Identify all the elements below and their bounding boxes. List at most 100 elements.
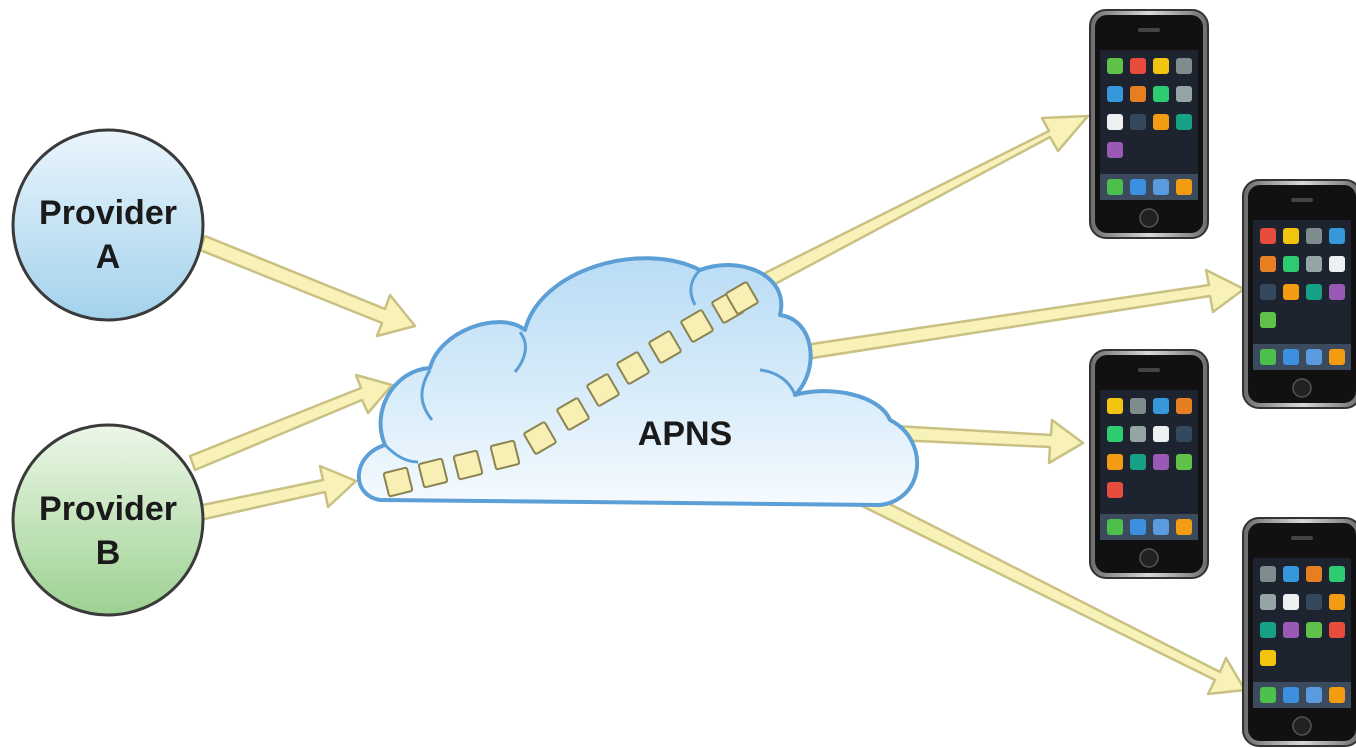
app-icon: [1260, 312, 1276, 328]
app-icon: [1176, 426, 1192, 442]
iphone-device: [1242, 179, 1356, 409]
app-icon: [1260, 622, 1276, 638]
app-icon: [1329, 594, 1345, 610]
arrow-provider-a: [198, 234, 417, 338]
cloud-contour-2: [420, 369, 434, 421]
notification-packet: [586, 373, 620, 407]
notification-packets: [382, 281, 759, 498]
app-icon: [1306, 622, 1322, 638]
app-icon: [1153, 114, 1169, 130]
iphone-device: [1242, 517, 1356, 747]
app-icon: [1130, 86, 1146, 102]
app-icon: [1176, 58, 1192, 74]
app-icon: [1306, 284, 1322, 300]
dock-icon: [1260, 687, 1276, 703]
home-button-icon: [1292, 378, 1312, 398]
dock-icon: [1176, 519, 1192, 535]
notification-packet: [725, 281, 759, 315]
app-icon: [1153, 86, 1169, 102]
app-icon: [1260, 256, 1276, 272]
notification-packet: [489, 439, 521, 471]
app-icon: [1306, 256, 1322, 272]
arrow-to-device-4: [858, 490, 1247, 696]
app-icon: [1260, 650, 1276, 666]
arrows-out: [735, 114, 1247, 696]
dock-icon: [1306, 349, 1322, 365]
dock-icon: [1176, 179, 1192, 195]
dock-icon: [1306, 687, 1322, 703]
arrow-provider-b-1: [188, 373, 394, 472]
iphone-device: [1089, 9, 1209, 239]
iphone-device: [1089, 349, 1209, 579]
arrow-to-device-1: [735, 114, 1090, 302]
app-icon: [1329, 284, 1345, 300]
app-icon: [1176, 454, 1192, 470]
home-button-icon: [1292, 716, 1312, 736]
app-icon: [1107, 454, 1123, 470]
dock-icon: [1130, 519, 1146, 535]
provider-a-line2: A: [96, 238, 121, 276]
dock-icon: [1130, 179, 1146, 195]
app-icon: [1130, 58, 1146, 74]
app-icon: [1283, 594, 1299, 610]
app-icon: [1107, 398, 1123, 414]
app-icon: [1176, 86, 1192, 102]
app-icon: [1153, 426, 1169, 442]
dock-icon: [1107, 179, 1123, 195]
app-icon: [1260, 228, 1276, 244]
notification-packet: [452, 449, 484, 481]
notification-packet: [417, 457, 449, 489]
notification-packet: [556, 397, 590, 431]
app-icon: [1130, 454, 1146, 470]
app-icon: [1130, 398, 1146, 414]
devices: [1089, 9, 1356, 747]
provider-b-circle: [11, 423, 205, 617]
app-icon: [1329, 566, 1345, 582]
cloud-contour-5: [383, 443, 419, 464]
app-icon: [1130, 426, 1146, 442]
app-icon: [1306, 594, 1322, 610]
home-button-icon: [1139, 548, 1159, 568]
dock-icon: [1283, 687, 1299, 703]
notification-packet: [648, 330, 682, 364]
cloud-contour-1: [513, 331, 527, 373]
app-icon: [1306, 228, 1322, 244]
provider-a: Provider A: [11, 128, 205, 322]
app-icon: [1153, 398, 1169, 414]
dock-icon: [1329, 349, 1345, 365]
app-icon: [1283, 256, 1299, 272]
app-icon: [1107, 142, 1123, 158]
dock-icon: [1153, 519, 1169, 535]
dock-icon: [1329, 687, 1345, 703]
notification-packet: [523, 421, 557, 455]
app-icon: [1107, 482, 1123, 498]
cloud-label: APNS: [638, 415, 732, 453]
app-icon: [1329, 622, 1345, 638]
app-icon: [1329, 256, 1345, 272]
notification-packet: [680, 309, 714, 343]
app-icon: [1283, 566, 1299, 582]
app-icon: [1130, 114, 1146, 130]
app-icon: [1153, 454, 1169, 470]
app-icon: [1283, 228, 1299, 244]
app-icon: [1107, 58, 1123, 74]
provider-b-line2: B: [96, 534, 121, 572]
arrow-to-device-2: [796, 268, 1246, 362]
notification-packet: [382, 466, 414, 498]
app-icon: [1107, 114, 1123, 130]
home-button-icon: [1139, 208, 1159, 228]
app-icon: [1306, 566, 1322, 582]
dock-icon: [1107, 519, 1123, 535]
provider-b: Provider B: [11, 423, 205, 617]
dock-icon: [1260, 349, 1276, 365]
app-icon: [1260, 594, 1276, 610]
dock-icon: [1283, 349, 1299, 365]
dock-icon: [1153, 179, 1169, 195]
app-icon: [1329, 228, 1345, 244]
notification-packet: [616, 351, 650, 385]
app-icon: [1176, 398, 1192, 414]
provider-a-circle: [11, 128, 205, 322]
cloud-contour-3: [759, 368, 797, 396]
cloud-contour-4: [689, 268, 702, 306]
